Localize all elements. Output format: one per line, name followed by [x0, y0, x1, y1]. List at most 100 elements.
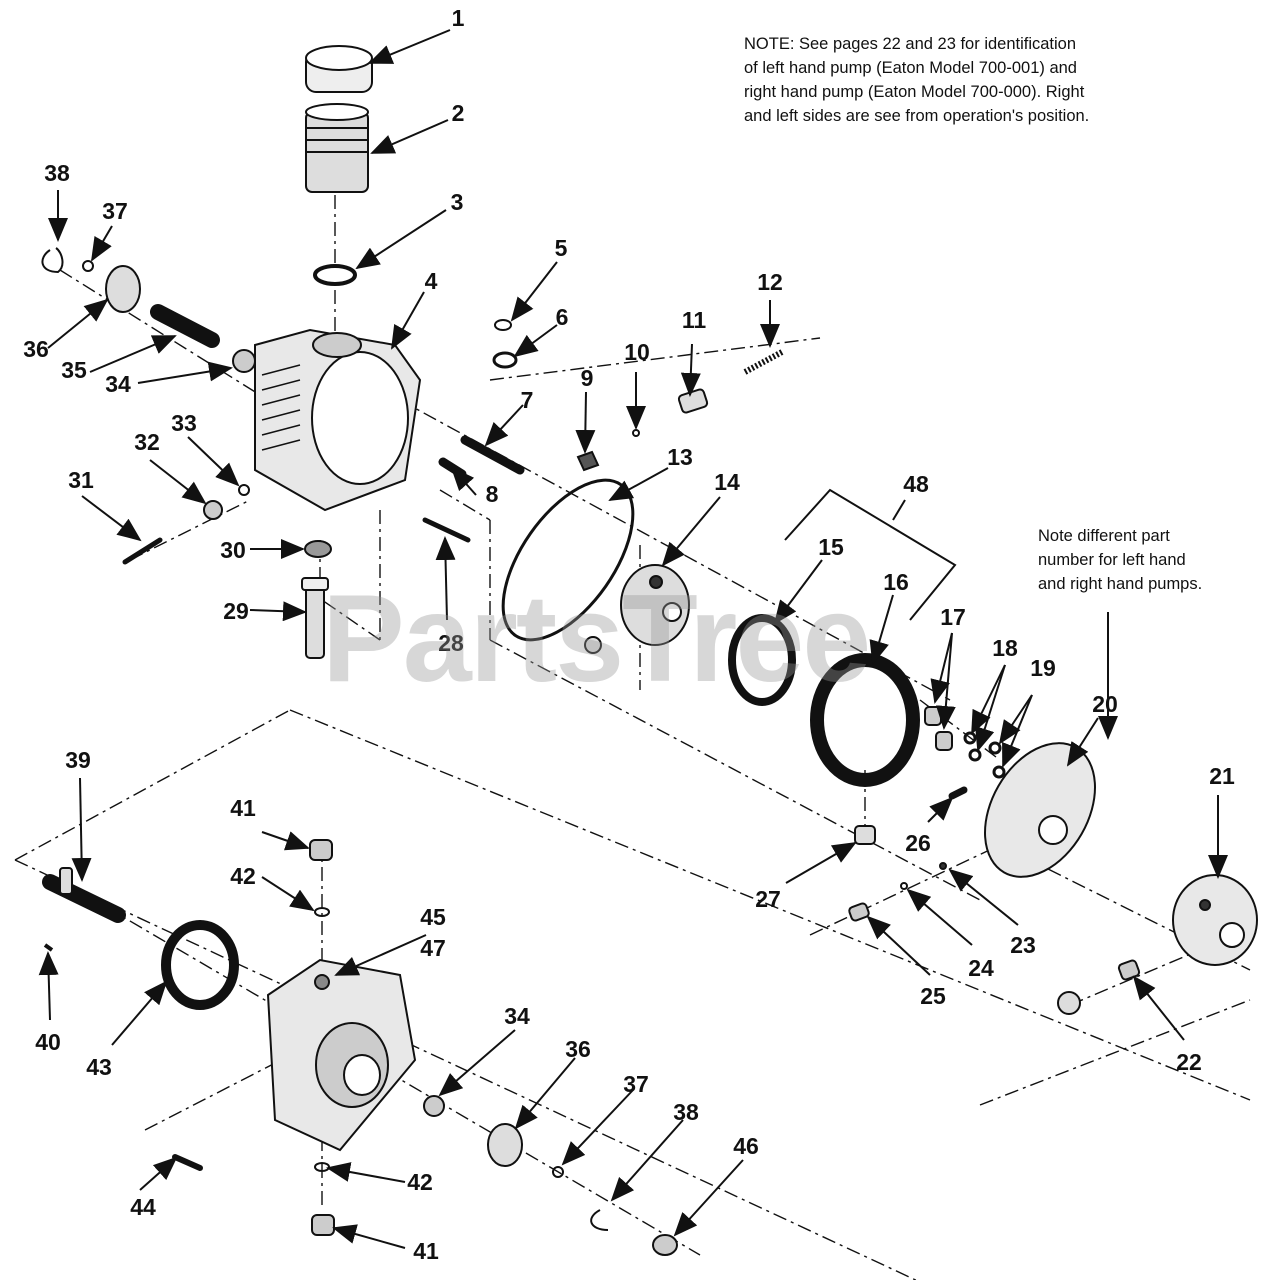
callout-24: 24	[968, 955, 994, 981]
part-3-o-ring	[313, 264, 357, 286]
part-28-pin	[422, 517, 471, 543]
callout-37-bottom: 37	[623, 1071, 649, 1097]
callout-38: 38	[44, 160, 70, 186]
callout-10: 10	[624, 339, 650, 365]
callout-47: 47	[420, 935, 446, 961]
callout-46: 46	[733, 1133, 759, 1159]
callout-11: 11	[682, 307, 707, 333]
callout-34: 34	[105, 371, 131, 397]
callout-2: 2	[452, 100, 465, 126]
callout-37: 37	[102, 198, 128, 224]
part-38-clip-bottom	[590, 1209, 609, 1231]
callout-48-bracket	[784, 488, 957, 621]
part-9-valve	[576, 450, 600, 472]
part-14-ball	[584, 636, 602, 654]
part-32-nut	[203, 500, 223, 520]
part-34-seal-bottom	[423, 1095, 445, 1117]
part-38-clip-top	[41, 247, 64, 274]
part-41-plug-top	[309, 839, 333, 861]
part-17-piston-a	[924, 706, 942, 726]
callout-34-bottom: 34	[504, 1003, 530, 1029]
callout-20: 20	[1092, 691, 1118, 717]
callout-42-top: 42	[230, 863, 256, 889]
parts	[41, 45, 1258, 1256]
part-5-washer	[494, 319, 512, 331]
part-10-ball	[632, 429, 640, 437]
callout-41-bottom: 41	[413, 1238, 439, 1264]
part-42-ring-top	[314, 907, 330, 917]
callout-19: 19	[1030, 655, 1056, 681]
callout-45: 45	[420, 904, 446, 930]
callout-14: 14	[714, 469, 740, 495]
note-part-number: Note different part number for left hand…	[1038, 527, 1203, 593]
callout-36: 36	[23, 336, 49, 362]
part-12-spring	[743, 349, 784, 375]
callout-25: 25	[920, 983, 946, 1009]
callout-13: 13	[667, 444, 693, 470]
callout-32: 32	[134, 429, 160, 455]
part-36-bearing-top	[105, 265, 141, 313]
part-31-pin	[122, 537, 163, 565]
callout-30: 30	[220, 537, 246, 563]
part-6-washer	[492, 351, 518, 369]
part-7-pin	[460, 435, 525, 475]
part-27-plug	[854, 825, 876, 845]
part-33-ring	[238, 484, 250, 496]
callout-16: 16	[883, 569, 909, 595]
part-37-ring-bottom	[552, 1166, 564, 1178]
callout-40: 40	[35, 1029, 61, 1055]
part-18-ring-b	[968, 748, 982, 762]
callout-38-bottom: 38	[673, 1099, 699, 1125]
part-41-plug-bottom	[311, 1214, 335, 1236]
part-35-shaft	[150, 304, 220, 348]
callout-23: 23	[1010, 932, 1036, 958]
callout-27: 27	[755, 886, 781, 912]
part-2-fitting	[305, 103, 369, 193]
part-19-ring-a	[988, 741, 1002, 755]
part-14-rotor	[620, 564, 690, 646]
part-4-housing	[254, 328, 422, 512]
part-19-ring-b	[992, 765, 1006, 779]
callout-22: 22	[1176, 1049, 1202, 1075]
callout-6: 6	[556, 304, 569, 330]
part-34-seal-top	[232, 349, 256, 373]
callout-33: 33	[171, 410, 197, 436]
callout-42-bottom: 42	[407, 1169, 433, 1195]
part-22-cap	[1057, 991, 1081, 1015]
part-18-ring-a	[963, 731, 977, 745]
part-11-fitting	[677, 388, 709, 414]
part-16-cam-ring	[810, 653, 920, 787]
part-29-shaft	[301, 577, 329, 659]
part-44-screw	[172, 1154, 203, 1171]
part-30-seal	[304, 540, 332, 558]
note-pump-identification: NOTE: See pages 22 and 23 for identifica…	[744, 35, 1090, 125]
part-21-housing	[1172, 874, 1258, 966]
callout-4: 4	[425, 268, 438, 294]
part-40-pin	[43, 943, 54, 952]
part-20-plate	[984, 742, 1096, 878]
part-36-bearing-bottom	[487, 1123, 523, 1167]
part-24-ball	[900, 882, 908, 890]
callout-12: 12	[757, 269, 783, 295]
part-22-fitting	[1117, 959, 1141, 981]
callout-44: 44	[130, 1194, 156, 1220]
callout-8: 8	[486, 481, 499, 507]
part-1-cap	[305, 45, 373, 93]
part-17-piston-b	[935, 731, 953, 751]
part-39-fitting	[42, 867, 126, 923]
part-26-pin	[948, 786, 968, 800]
callout-18: 18	[992, 635, 1018, 661]
callout-labels: 1 2 3 4 5 6 7 8 9 10 11 12 13 14 15 16 1…	[23, 5, 1235, 1264]
callout-5: 5	[555, 235, 568, 261]
callout-21: 21	[1209, 763, 1235, 789]
part-25-plug	[848, 902, 870, 922]
callout-41-top: 41	[230, 795, 256, 821]
callout-35: 35	[61, 357, 87, 383]
part-23-ball	[939, 862, 947, 870]
callout-39: 39	[65, 747, 91, 773]
part-46-cap	[652, 1234, 678, 1256]
callout-28: 28	[438, 630, 464, 656]
callout-43: 43	[86, 1054, 112, 1080]
callout-3: 3	[451, 189, 464, 215]
